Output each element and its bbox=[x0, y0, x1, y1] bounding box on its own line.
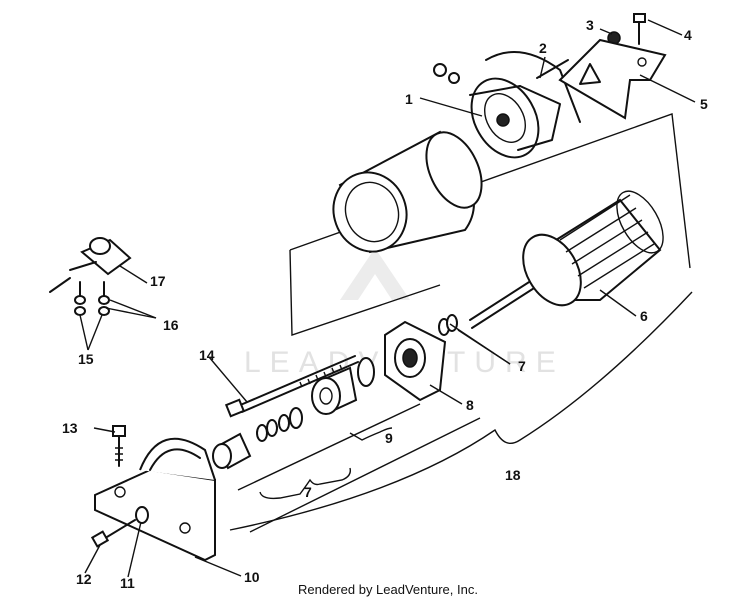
drive-end-plate-part bbox=[357, 320, 447, 402]
callout-1: 1 bbox=[405, 91, 413, 107]
callout-16: 16 bbox=[163, 317, 179, 333]
group-braces bbox=[229, 291, 693, 531]
callout-17: 17 bbox=[150, 273, 166, 289]
callout-6: 6 bbox=[640, 308, 648, 324]
callout-4: 4 bbox=[684, 27, 692, 43]
vertical-bolt-part bbox=[112, 425, 126, 467]
callout-2: 2 bbox=[539, 40, 547, 56]
bracket-bolt-part bbox=[90, 519, 136, 548]
callout-15: 15 bbox=[78, 351, 94, 367]
callout-18: 18 bbox=[505, 467, 521, 483]
long-bolt-part bbox=[224, 355, 359, 418]
callout-7-right: 7 bbox=[518, 358, 526, 374]
screw-part bbox=[633, 13, 646, 45]
thrust-washer-part bbox=[438, 314, 458, 336]
callout-numbers: 1 2 3 4 5 6 7 7 8 9 10 11 12 13 14 15 16… bbox=[62, 17, 708, 591]
drive-pinion-part bbox=[311, 366, 358, 415]
solenoid-part bbox=[49, 237, 132, 297]
callout-3: 3 bbox=[586, 17, 594, 33]
callout-10: 10 bbox=[244, 569, 260, 585]
callout-12: 12 bbox=[76, 571, 92, 587]
terminal-nut-part bbox=[74, 295, 110, 316]
callout-13: 13 bbox=[62, 420, 78, 436]
footer-credit: Rendered by LeadVenture, Inc. bbox=[298, 582, 478, 597]
callout-7-left: 7 bbox=[304, 484, 312, 500]
callout-14: 14 bbox=[199, 347, 215, 363]
through-bolt-part bbox=[485, 51, 581, 123]
leader-lines bbox=[79, 19, 696, 578]
spring-collar-part bbox=[256, 407, 303, 442]
lock-washer-part bbox=[135, 506, 149, 524]
armature-part bbox=[469, 190, 664, 329]
motor-housing-part bbox=[332, 130, 483, 254]
callout-8: 8 bbox=[466, 397, 474, 413]
callout-11: 11 bbox=[120, 575, 135, 591]
end-cap-part bbox=[433, 63, 561, 159]
callout-5: 5 bbox=[700, 96, 708, 112]
spacer-part bbox=[212, 432, 252, 470]
callout-9: 9 bbox=[385, 430, 393, 446]
base-bracket-part bbox=[94, 437, 216, 562]
